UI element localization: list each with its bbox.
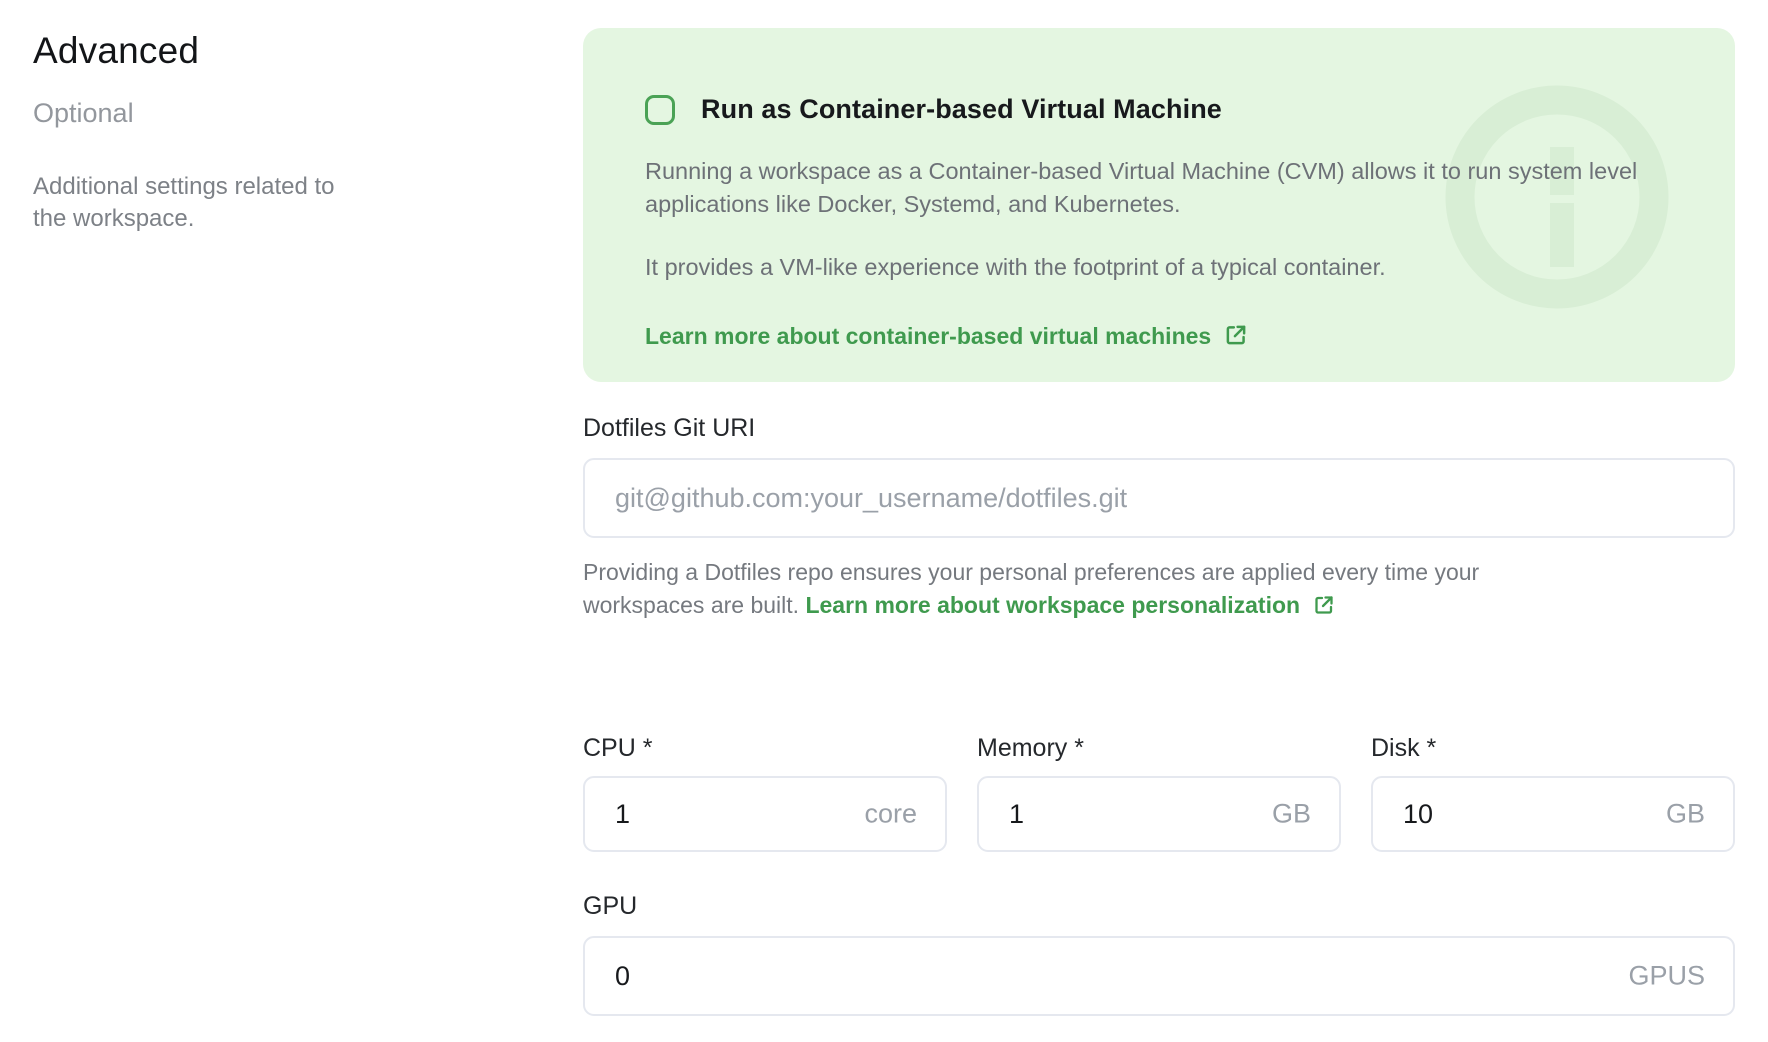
resources-row: CPU * core Memory * GB Disk * GB (583, 734, 1735, 852)
disk-field: GB (1371, 776, 1735, 852)
cpu-field: core (583, 776, 947, 852)
cvm-link-row: Learn more about container-based virtual… (645, 322, 1695, 350)
cvm-learn-more-label: Learn more about container-based virtual… (645, 323, 1212, 349)
external-link-icon (1315, 596, 1333, 614)
dotfiles-helper: Providing a Dotfiles repo ensures your p… (583, 556, 1603, 622)
cvm-checkbox[interactable] (645, 94, 675, 125)
dotfiles-helper-text: Providing a Dotfiles repo ensures your p… (583, 559, 1480, 618)
cvm-learn-more-link[interactable]: Learn more about container-based virtual… (645, 323, 1249, 349)
cvm-banner: Run as Container-based Virtual Machine R… (583, 28, 1735, 382)
personalization-learn-more-label: Learn more about workspace personalizati… (805, 592, 1301, 618)
cvm-description-2: It provides a VM-like experience with th… (645, 254, 1386, 280)
disk-column: Disk * GB (1371, 734, 1735, 852)
external-link-icon (1226, 325, 1246, 345)
cpu-label: CPU * (583, 734, 653, 762)
memory-field: GB (977, 776, 1341, 852)
cvm-checkbox-row: Run as Container-based Virtual Machine (645, 94, 1695, 125)
memory-input[interactable] (977, 776, 1341, 852)
disk-label: Disk * (1371, 734, 1437, 762)
advanced-settings-form: Run as Container-based Virtual Machine R… (583, 0, 1735, 1042)
gpu-field: GPUS (583, 936, 1735, 1016)
personalization-learn-more-link[interactable]: Learn more about workspace personalizati… (805, 592, 1336, 618)
disk-input[interactable] (1371, 776, 1735, 852)
page-title: Advanced (33, 30, 200, 71)
gpu-input[interactable] (583, 936, 1735, 1016)
section-description: Additional settings related to the works… (33, 173, 335, 232)
section-header: Advanced Optional Additional settings re… (0, 0, 583, 1042)
cpu-column: CPU * core (583, 734, 947, 852)
dotfiles-label: Dotfiles Git URI (583, 414, 756, 442)
memory-label: Memory * (977, 734, 1084, 762)
dotfiles-input[interactable] (583, 458, 1735, 538)
cpu-input[interactable] (583, 776, 947, 852)
gpu-label: GPU (583, 892, 638, 920)
page-subtitle: Optional (33, 98, 134, 128)
cvm-description-1: Running a workspace as a Container-based… (645, 158, 1638, 217)
memory-column: Memory * GB (977, 734, 1341, 852)
cvm-title: Run as Container-based Virtual Machine (701, 94, 1222, 124)
dotfiles-field (583, 458, 1735, 538)
